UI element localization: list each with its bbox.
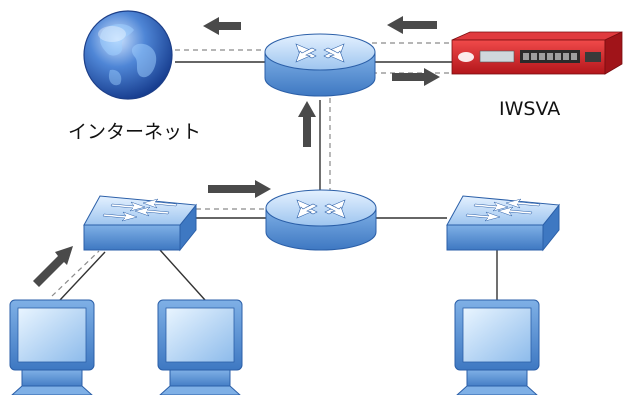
switch-left-icon	[83, 195, 197, 252]
iwsva-label: IWSVA	[499, 98, 560, 120]
router-center-icon	[265, 189, 377, 251]
arrow-up-icon	[298, 101, 316, 147]
router-top-icon	[264, 33, 376, 97]
iwsva-appliance-icon	[451, 31, 623, 75]
link-switch-left-pc-2	[159, 249, 206, 301]
arrow-left-icon	[387, 16, 437, 34]
link-switch-left-pc-1	[59, 251, 106, 301]
arrow-right-icon	[208, 180, 271, 198]
arrow-right-icon	[392, 68, 440, 86]
internet-label: インターネット	[68, 121, 201, 143]
pc-2-monitor-icon	[157, 299, 243, 395]
switch-right-icon	[446, 195, 560, 252]
traffic-arrows	[33, 16, 440, 287]
dashed-pc-switch	[51, 250, 100, 297]
internet-globe-icon	[83, 10, 173, 100]
pc-1-monitor-icon	[9, 299, 95, 395]
arrow-left-icon	[203, 17, 241, 35]
arrow-up-right-icon	[33, 246, 73, 287]
pc-3-monitor-icon	[454, 299, 540, 395]
connection-lines	[59, 61, 498, 301]
